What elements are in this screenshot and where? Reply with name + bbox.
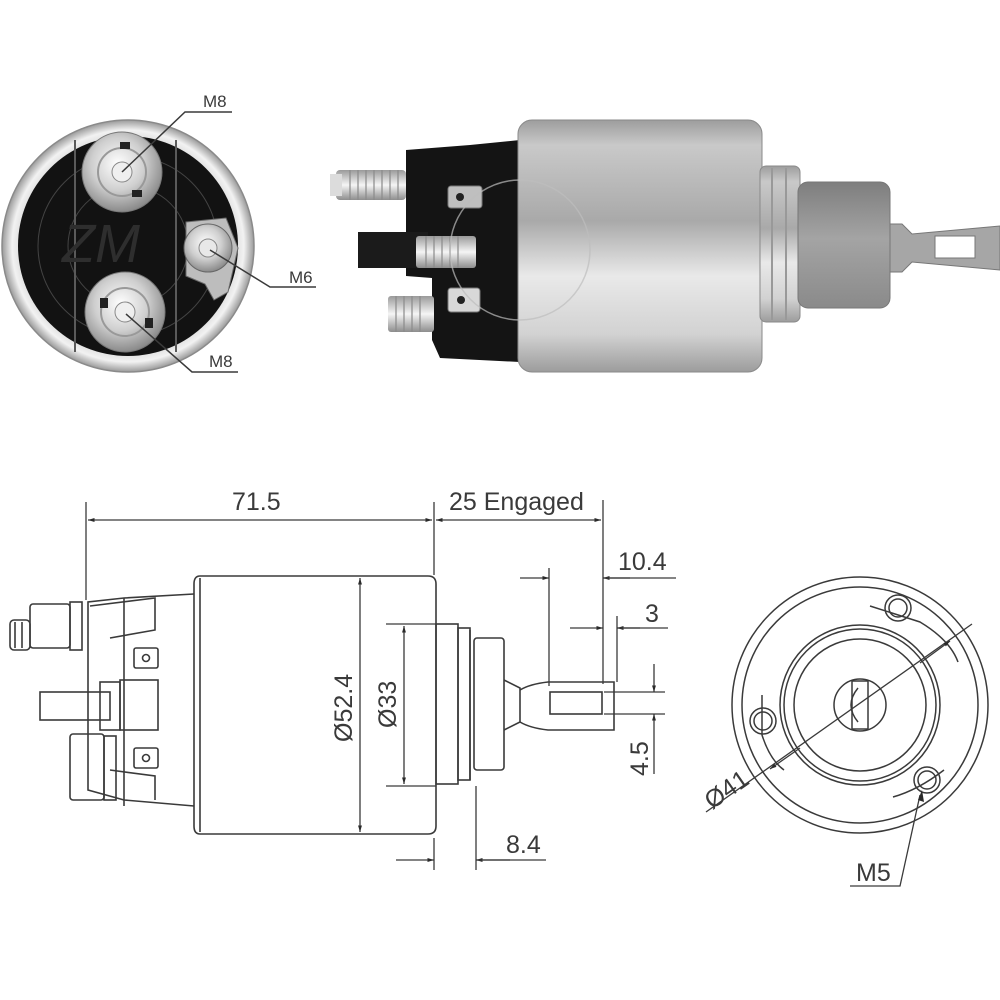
callout-mount-thread: M5	[850, 790, 924, 887]
callout-label: M6	[289, 268, 313, 287]
dim-label: Ø33	[374, 681, 402, 728]
dim-label: Ø52.4	[330, 674, 358, 742]
dim-nose-length: 8.4	[396, 786, 546, 870]
spade-tabs	[447, 185, 483, 313]
callout-side-m6: M6	[209, 249, 316, 288]
dim-bolt-circle: Ø41	[699, 623, 973, 815]
callout-bottom-m8: M8	[125, 313, 238, 373]
dim-body-diameter: Ø52.4	[330, 578, 362, 832]
dim-label: 71.5	[232, 488, 281, 516]
watermark-logo: ZM	[60, 214, 140, 274]
main-stud-top	[330, 170, 406, 200]
dim-overall-length: 71.5	[85, 488, 435, 600]
dim-label: 10.4	[618, 548, 667, 576]
dim-label: 25 Engaged	[449, 488, 584, 516]
end-outline	[731, 576, 989, 834]
plunger-eye	[889, 223, 1000, 273]
dim-eye-offset: 10.4	[520, 548, 676, 686]
end-view-housing: ZM	[1, 119, 255, 373]
dim-label: 4.5	[626, 741, 654, 776]
dim-label: 3	[645, 600, 659, 628]
main-stud-bottom	[388, 296, 434, 332]
dim-nose-diameter: Ø33	[374, 623, 436, 787]
dim-label: 8.4	[506, 831, 541, 859]
dim-stroke: 25 Engaged	[436, 488, 604, 684]
side-terminal-nut	[183, 217, 239, 301]
dim-label: Ø41	[699, 765, 754, 815]
plunger-housing	[759, 165, 891, 323]
callout-label: M8	[209, 352, 233, 371]
dim-eye-slot: 4.5	[604, 664, 665, 776]
side-outline	[9, 575, 615, 835]
callout-top-m8: M8	[121, 92, 232, 173]
dim-label: M5	[856, 859, 891, 887]
callout-label: M8	[203, 92, 227, 111]
dim-eye-thickness: 3	[570, 600, 668, 682]
